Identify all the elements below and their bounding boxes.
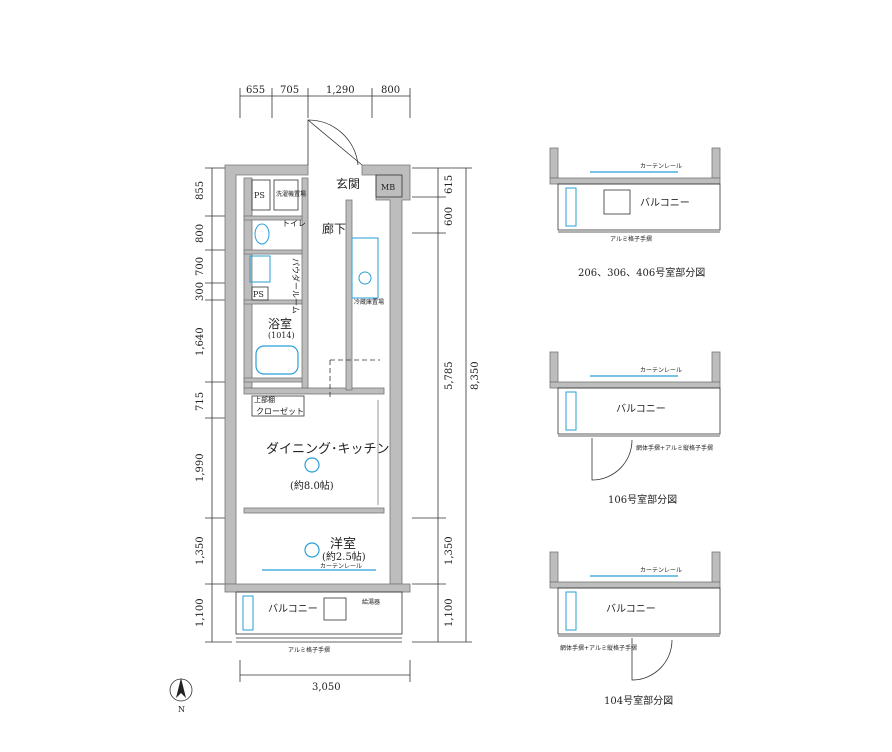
balcony-area (235, 591, 403, 635)
bathtub (255, 345, 299, 375)
left-dim-9: 1,100 (195, 598, 206, 627)
right-dim-8350: 8,350 (470, 361, 481, 390)
top-dim-3: 1,290 (326, 85, 355, 96)
left-dim-2: 800 (195, 224, 206, 243)
partition-bath-bottom (243, 377, 303, 383)
mb-label: MB (381, 183, 395, 192)
curtain-label: カーテンレール (320, 563, 362, 570)
bath-label: 浴室 (268, 316, 292, 331)
sink (358, 271, 372, 285)
partition-toilet-top (243, 215, 303, 221)
storage-label: 上部棚 (254, 395, 275, 404)
partition-bath-top (243, 299, 303, 305)
north-label: N (178, 705, 185, 714)
curtain-label-2: カーテンレール (640, 367, 682, 374)
curtain-label-1: カーテンレール (640, 163, 682, 170)
partition-kitchen (345, 199, 353, 391)
outer-wall-right (361, 164, 411, 585)
partition-mid (243, 387, 385, 395)
right-dim-5785: 5,785 (444, 361, 455, 390)
left-dim-6: 715 (195, 392, 206, 411)
partial-plan-206: カーテンレール バルコニー アルミ格子手摺 206、306、406号室部分図 (549, 147, 721, 279)
left-dim-7: 1,990 (195, 453, 206, 482)
powder-label: パウダールーム (291, 258, 301, 314)
top-dim-2: 705 (280, 85, 299, 96)
dining-label: ダイニング･キッチン (266, 442, 390, 457)
partition-toilet-bottom (243, 249, 303, 255)
kitchen-counter (351, 237, 379, 299)
partial-note-1: アルミ格子手摺 (610, 235, 652, 243)
ps-box-2 (251, 286, 269, 301)
partial-plan-106: カーテンレール バルコニー 網体手摺+アルミ縦格子手摺 106号室部分図 (549, 351, 721, 506)
partial-balcony-2: バルコニー (616, 403, 666, 415)
toilet-bowl (254, 223, 270, 245)
right-dim-1: 615 (444, 175, 455, 194)
western-label: 洋室 (330, 536, 356, 552)
bath-size: (1014) (268, 331, 295, 340)
closet-area (251, 395, 305, 417)
top-dimension-line: 655 705 1,290 800 (239, 85, 411, 118)
right-dim-2: 600 (444, 207, 455, 226)
left-dim-5: 1,640 (195, 327, 206, 356)
left-dim-3: 700 (195, 257, 206, 276)
water-heater-label: 給湯器 (362, 598, 380, 606)
partial-caption-2: 106号室部分図 (608, 493, 677, 506)
partition-low (243, 507, 385, 514)
dining-size: (約8.0帖) (290, 479, 334, 492)
partial-caption-1: 206、306、406号室部分図 (578, 266, 705, 279)
washbasin (249, 255, 271, 283)
partition-left (243, 177, 253, 389)
balcony-drain (242, 595, 254, 631)
closet-label: クローゼット (256, 406, 304, 416)
left-dim-4: 300 (195, 282, 206, 301)
handrail-label: アルミ格子手摺 (288, 646, 330, 654)
partial-note-3: 網体手摺+アルミ縦格子手摺 (560, 644, 637, 652)
balcony-label: バルコニー (268, 603, 318, 615)
mb-box (375, 174, 403, 198)
ceiling-light-dining (304, 457, 320, 473)
corridor-label: 廊下 (322, 221, 346, 236)
partial-balcony-3: バルコニー (606, 603, 656, 615)
entrance-label: 玄関 (336, 176, 360, 191)
partial-plan-104: カーテンレール バルコニー 網体手摺+アルミ縦格子手摺 104号室部分図 (549, 551, 721, 707)
left-dim-1: 855 (195, 181, 206, 200)
aircon-unit (323, 597, 347, 621)
right-dim-3: 1,350 (444, 536, 455, 565)
ps-label-2: PS (253, 290, 264, 299)
main-unit-plan: MB PS PS 洗濯機置場 トイレ 玄関 廊下 パウダールーム 浴室 (101… (224, 119, 411, 654)
washer-area (273, 179, 299, 211)
partition-core (301, 177, 309, 389)
curtain-label-3: カーテンレール (640, 567, 682, 574)
ps-label-1: PS (254, 191, 265, 200)
balcony-wall (224, 583, 411, 593)
partial-note-2: 網体手摺+アルミ縦格子手摺 (636, 444, 713, 452)
right-dim-4: 1,100 (444, 598, 455, 627)
left-dim-8: 1,350 (195, 536, 206, 565)
fridge-label: 冷蔵庫置場 (354, 298, 384, 306)
bottom-dim: 3,050 (312, 682, 341, 693)
washer-label: 洗濯機置場 (276, 190, 306, 198)
western-size: (約2.5帖) (322, 550, 366, 563)
partial-balcony-1: バルコニー (640, 197, 690, 209)
north-arrow: N (169, 678, 193, 714)
right-dimension-lines: 615 600 1,350 1,100 5,785 8,350 (412, 167, 481, 643)
bottom-dimension-line: 3,050 (239, 660, 411, 693)
toilet-label: トイレ (282, 219, 306, 228)
entrance-door (307, 119, 359, 166)
ps-box-1 (251, 179, 271, 211)
partial-caption-3: 104号室部分図 (604, 694, 673, 707)
top-dim-4: 800 (381, 85, 400, 96)
top-dim-1: 655 (246, 85, 265, 96)
ceiling-light-western (304, 542, 320, 558)
